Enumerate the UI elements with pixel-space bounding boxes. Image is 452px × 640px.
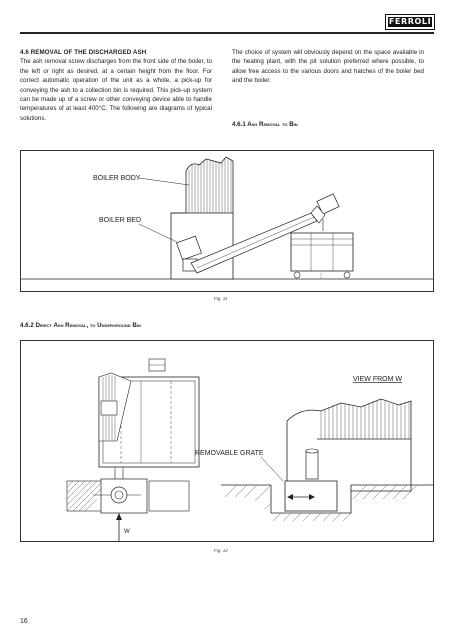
- figure-11-caption: Fig. 11: [214, 296, 228, 301]
- figure-12-frame: W VIEW FROM W REMOVABLE GRATE: [20, 340, 434, 542]
- subheading-4-6-1: 4.6.1 Ash Removal to Bin: [232, 121, 298, 128]
- logo-text: FERROLI: [388, 17, 432, 27]
- label-w: W: [124, 529, 130, 535]
- label-view-from-w: VIEW FROM W: [353, 376, 402, 383]
- text-column-left: 4.6 REMOVAL OF THE DISCHARGED ASH The as…: [20, 48, 212, 123]
- page-number: 16: [20, 618, 28, 625]
- figure-11-frame: BOILER BODY BOILER BED: [20, 150, 434, 292]
- section-body-right: The choice of system will obviously depe…: [232, 49, 424, 85]
- section-heading-4-6-2-text: 4.6.2 Direct Ash Removal, to Underground…: [20, 322, 141, 329]
- figure-12-caption: Fig. 12: [214, 548, 228, 553]
- subheading-text: 4.6.1 Ash Removal to Bin: [232, 121, 298, 128]
- section-heading-4-6: 4.6 REMOVAL OF THE DISCHARGED ASH: [20, 49, 147, 56]
- label-boiler-body: BOILER BODY: [93, 175, 141, 182]
- section-body-left: The ash removal screw discharges from th…: [20, 58, 212, 122]
- section-heading-4-6-2: 4.6.2 Direct Ash Removal, to Underground…: [20, 322, 141, 329]
- label-boiler-bed: BOILER BED: [99, 217, 141, 224]
- header-rule: [20, 32, 434, 34]
- ferroli-logo: FERROLI: [385, 14, 435, 30]
- figure-12-drawing: W VIEW FROM W REMOVABLE GRATE: [66, 358, 433, 541]
- label-removable-grate: REMOVABLE GRATE: [195, 450, 264, 457]
- figure-11-drawing: BOILER BODY BOILER BED: [21, 156, 433, 280]
- text-column-right: The choice of system will obviously depe…: [232, 48, 424, 86]
